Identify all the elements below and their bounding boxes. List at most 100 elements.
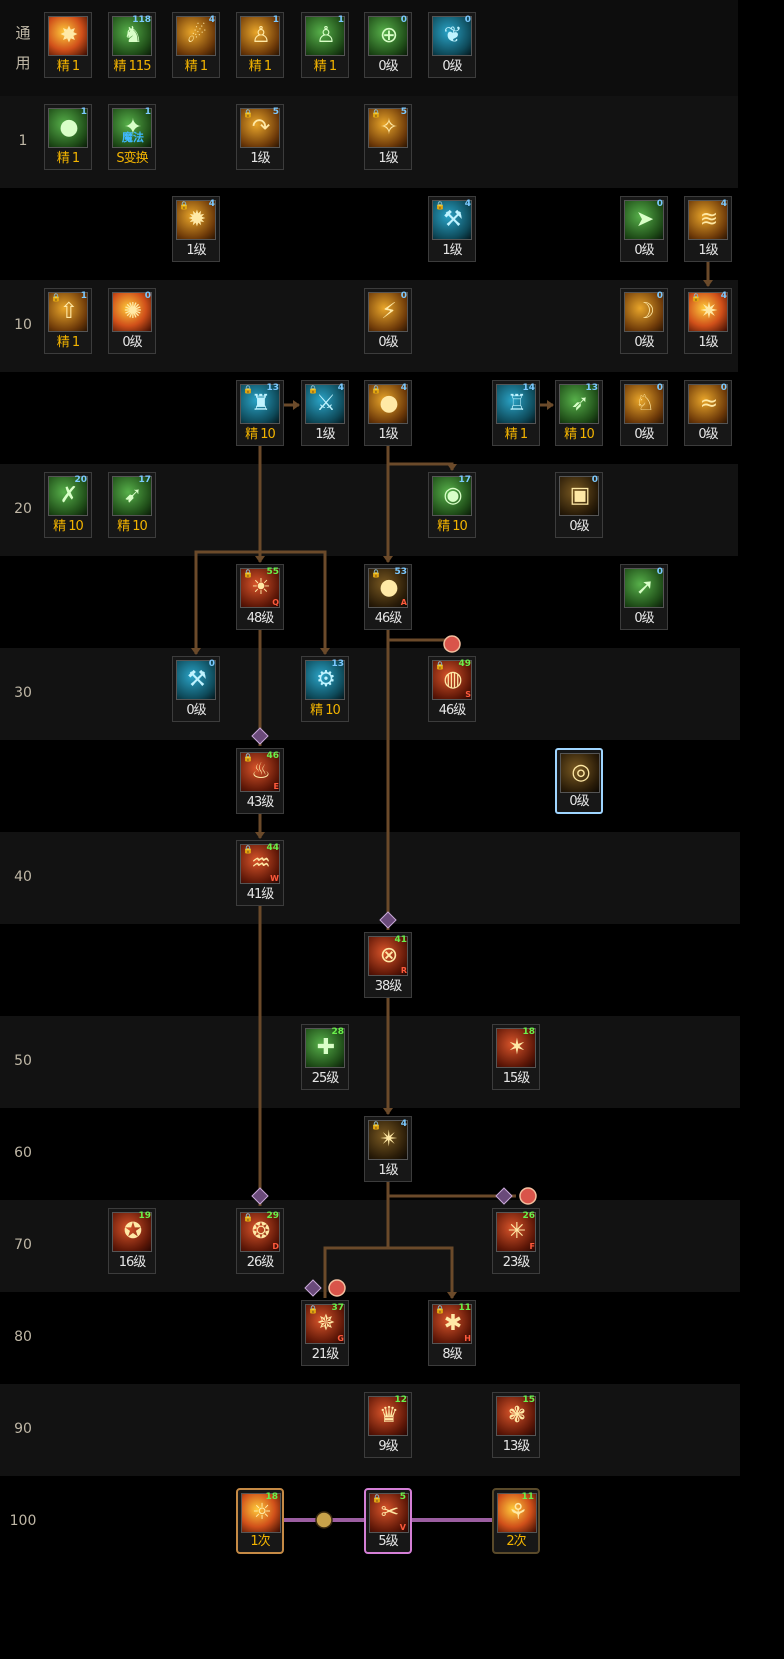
skill-level-label: 1级 [315, 427, 335, 442]
spike-burst-icon: ✳ [496, 1212, 536, 1252]
skill-level-label: 46级 [438, 703, 467, 718]
skill-points-badge: 13 [331, 659, 344, 669]
talisman-marker-icon [519, 1187, 537, 1205]
skill-points-badge: 1 [80, 107, 87, 117]
row-level-label: 1 [18, 133, 28, 149]
dragon-icon: ♞ [112, 16, 152, 56]
link-arrow-icon [320, 648, 330, 655]
skill-glyph: ➹ [123, 483, 143, 508]
skill-points-badge: 4 [720, 199, 727, 209]
lock-icon: 🔒 [308, 385, 318, 394]
lock-icon: 🔒 [243, 753, 253, 762]
skill-points-badge: 0 [656, 383, 663, 393]
skill-level-label: 13级 [502, 1439, 531, 1454]
skill-slot[interactable]: ✸精 1 [44, 12, 92, 78]
explosion-icon: ✸ [48, 16, 88, 56]
skill-glyph: ⚒ [443, 207, 463, 232]
lock-icon: 🔒 [371, 385, 381, 394]
row-level-label: 通 用 [15, 24, 31, 72]
swoosh-icon: ☽ [624, 292, 664, 332]
turret-icon: ♜ [240, 384, 280, 424]
skill-glyph: ♜ [251, 391, 271, 416]
skill-row: 80 [0, 1292, 740, 1384]
skill-level-label: 1级 [250, 151, 270, 166]
skill-level-label: 精 1 [313, 59, 337, 74]
rocket-icon: ➹ [112, 476, 152, 516]
crossbow-icon: ✗ [48, 476, 88, 516]
lock-icon: 🔒 [691, 293, 701, 302]
skill-slot[interactable]: ◎0级 [555, 748, 603, 814]
wave-icon: ≈ [688, 384, 728, 424]
skill-points-badge: 17 [138, 475, 151, 485]
skill-level-label: 精 1 [56, 151, 80, 166]
skill-points-badge: 29 [266, 1211, 279, 1221]
skill-level-label: 16级 [118, 1255, 147, 1270]
awakening-slash-icon: ✂ [369, 1493, 409, 1533]
skill-level-label: 0级 [634, 611, 654, 626]
awakening-marker-icon [251, 727, 269, 745]
skill-level-label: 0级 [122, 335, 142, 350]
row-level-label: 60 [14, 1145, 32, 1161]
fire-wall-icon: ♒ [240, 844, 280, 884]
wings-icon: ❦ [432, 16, 472, 56]
skill-points-badge: 0 [720, 383, 727, 393]
skill-level-label: 8级 [442, 1347, 462, 1362]
skill-glyph: ⊗ [379, 943, 399, 968]
skill-glyph: ⚡ [381, 299, 397, 324]
skill-level-label: 精 1 [248, 59, 272, 74]
skill-glyph: ✚ [316, 1035, 336, 1060]
